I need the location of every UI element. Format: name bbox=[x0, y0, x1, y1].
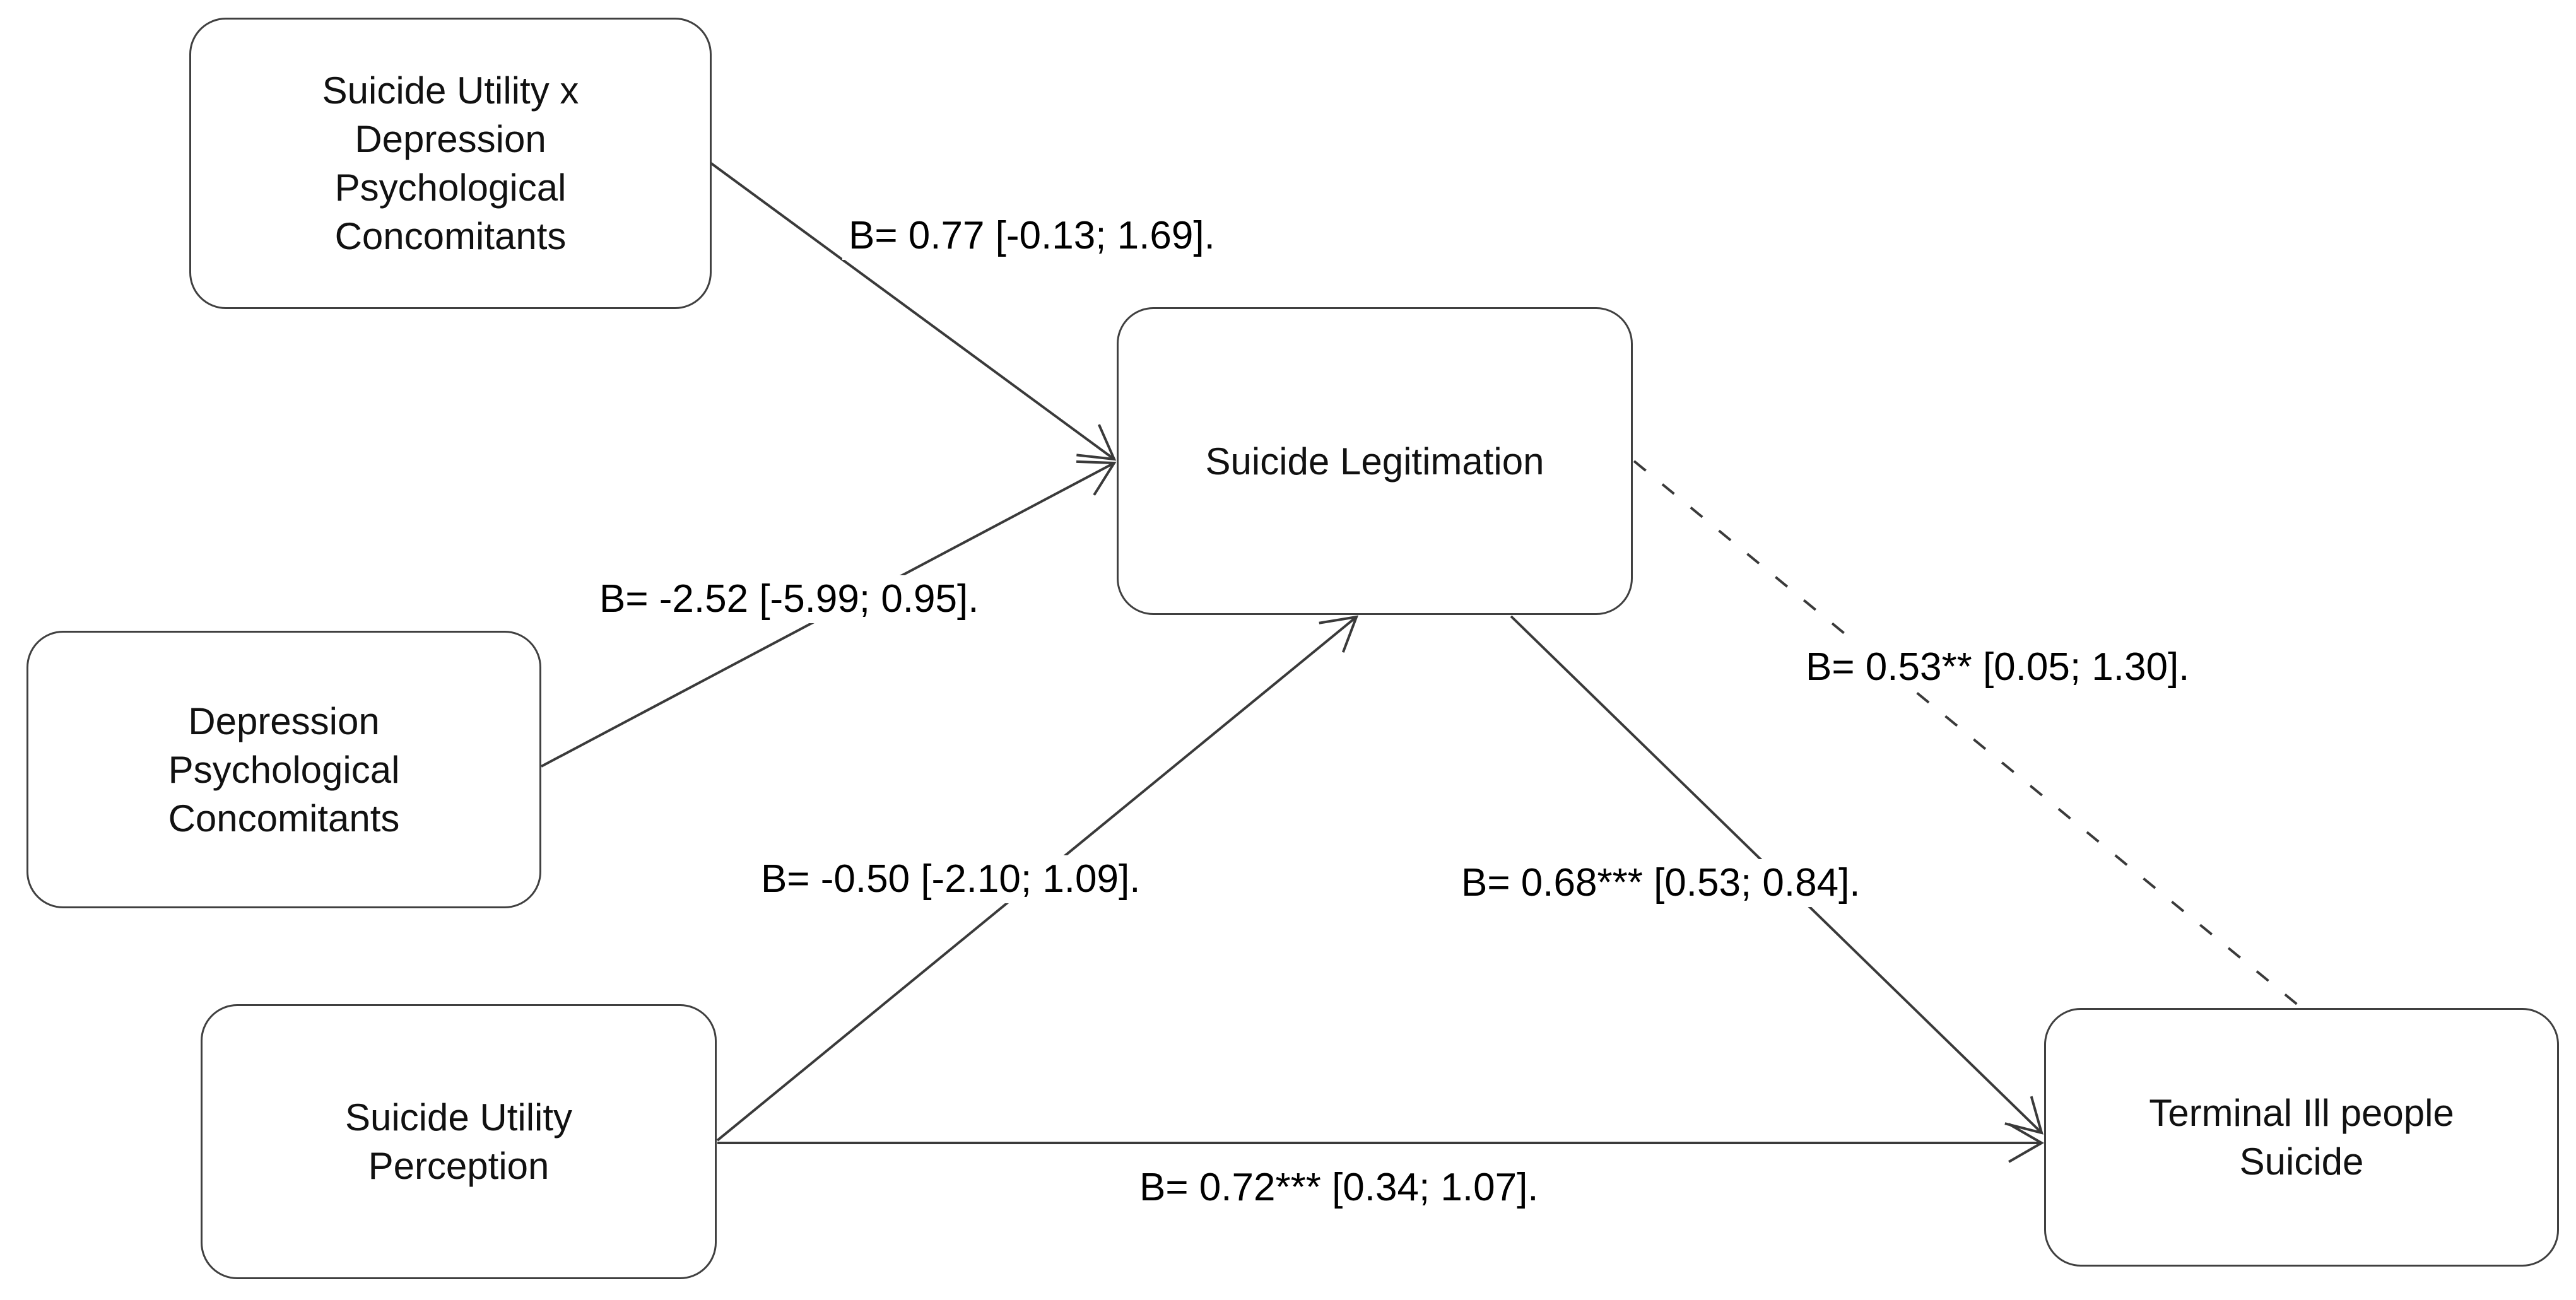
node-line: Concomitants bbox=[334, 215, 567, 257]
edge-label-interaction-to-legitimation: B= 0.77 [-0.13; 1.69]. bbox=[842, 212, 1221, 260]
node-terminal-ill-people-suicide: Terminal Ill people Suicide bbox=[2044, 1008, 2559, 1267]
arrow-interaction-to-legitimation bbox=[709, 161, 1117, 461]
edge-label-legitimation-to-terminal-ill: B= 0.68*** [0.53; 0.84]. bbox=[1455, 859, 1867, 907]
node-line: Depression bbox=[355, 118, 546, 160]
edge-label-depression-to-legitimation: B= -2.52 [-5.99; 0.95]. bbox=[593, 575, 985, 623]
node-suicide-legitimation: Suicide Legitimation bbox=[1117, 307, 1633, 615]
node-suicide-utility-x-depression: Suicide Utility x Depression Psychologic… bbox=[189, 18, 712, 309]
node-line: Suicide Legitimation bbox=[1205, 440, 1544, 483]
edge-label-legitimation-to-terminal-ill-dashed: B= 0.53** [0.05; 1.30]. bbox=[1799, 643, 2196, 691]
node-line: Suicide Utility bbox=[344, 1096, 573, 1139]
node-depression-psychological-concomitants: Depression Psychological Concomitants bbox=[26, 631, 541, 908]
node-line: Terminal Ill people bbox=[2149, 1092, 2454, 1134]
node-line: Suicide bbox=[2239, 1140, 2364, 1183]
edge-label-suicide-utility-to-legitimation: B= -0.50 [-2.10; 1.09]. bbox=[755, 855, 1147, 903]
node-line: Suicide Utility x bbox=[322, 69, 579, 112]
node-line: Concomitants bbox=[168, 797, 400, 840]
node-line: Psychological bbox=[168, 748, 400, 791]
node-suicide-utility-perception: Suicide Utility Perception bbox=[201, 1004, 717, 1279]
node-line: Perception bbox=[368, 1145, 550, 1187]
node-line: Depression bbox=[188, 700, 380, 742]
dashed-line-legitimation-to-terminal-ill bbox=[1633, 460, 2303, 1009]
edge-label-suicide-utility-to-terminal-ill: B= 0.72*** [0.34; 1.07]. bbox=[1133, 1164, 1545, 1212]
node-line: Psychological bbox=[334, 167, 567, 209]
